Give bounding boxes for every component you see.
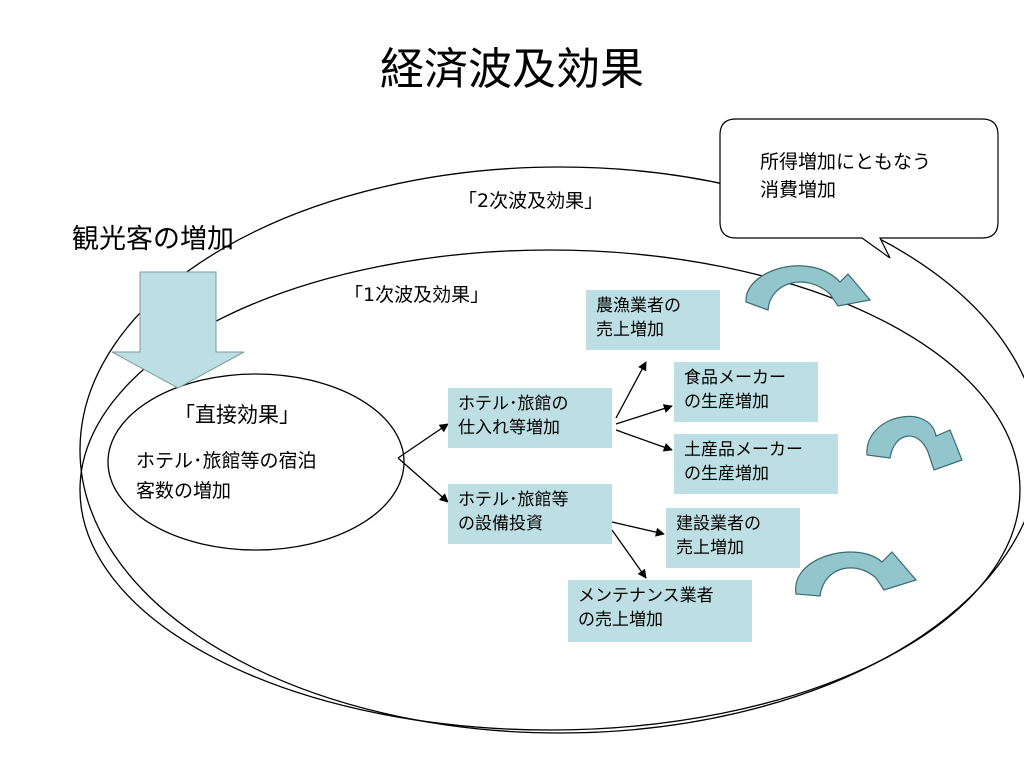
callout-bubble (719, 118, 999, 259)
first-effect-ellipse (79, 249, 1021, 731)
box-line: 土産品メーカー (684, 440, 803, 460)
box-hotel-equipment: ホテル･旅館等 の設備投資 (448, 484, 612, 544)
page-title: 経済波及効果 (380, 44, 644, 95)
direct-effect-body: ホテル･旅館等の宿泊 客数の増加 (136, 446, 317, 506)
box-line: の生産増加 (684, 464, 769, 484)
direct-effect-title: 「直接効果」 (174, 403, 300, 427)
box-agri-fishery: 農漁業者の 売上増加 (586, 290, 720, 350)
box-food-maker: 食品メーカー の生産増加 (674, 362, 818, 422)
arrow-to-agri-fishery (615, 361, 647, 419)
callout-text: 所得増加にともなう 消費増加 (760, 148, 931, 204)
second-effect-ellipse (79, 166, 1024, 734)
box-line: の設備投資 (458, 514, 543, 534)
box-line: メンテナンス業者 (578, 586, 714, 606)
box-construction: 建設業者の 売上増加 (666, 508, 800, 568)
callout-line: 消費増加 (760, 179, 837, 201)
box-line: 売上増加 (676, 538, 744, 558)
first-effect-label: 「1次波及効果」 (344, 284, 490, 306)
box-line: ホテル･旅館等 (458, 490, 569, 510)
box-line: 仕入れ等増加 (458, 418, 560, 438)
callout-line: 所得増加にともなう (760, 151, 932, 173)
box-line: の生産増加 (684, 392, 769, 412)
second-effect-label: 「2次波及効果」 (458, 190, 604, 212)
arrow-to-food-maker (615, 404, 673, 425)
arrow-to-hotel-purchase (397, 423, 449, 459)
box-line: ホテル･旅館の (458, 394, 569, 414)
direct-effect-line: ホテル･旅館等の宿泊 (136, 450, 317, 472)
box-line: 食品メーカー (684, 368, 786, 388)
arrow-to-construction (611, 521, 665, 537)
box-line: 農漁業者の (596, 296, 681, 316)
arrow-to-souvenir-maker (615, 429, 673, 452)
box-line: の売上増加 (578, 610, 663, 630)
curved-arrow-2 (866, 415, 963, 471)
box-souvenir-maker: 土産品メーカー の生産増加 (674, 434, 838, 494)
arrow-to-hotel-equipment (397, 457, 449, 503)
box-line: 建設業者の (676, 514, 761, 534)
box-hotel-purchase: ホテル･旅館の 仕入れ等増加 (448, 388, 612, 448)
arrow-to-maintenance (611, 529, 647, 579)
curved-arrow-3 (795, 551, 918, 597)
tourist-down-arrow (111, 271, 245, 389)
curved-arrow-1 (745, 265, 872, 311)
direct-effect-ellipse (107, 373, 405, 551)
direct-effect-line: 客数の増加 (136, 480, 232, 502)
tourist-increase-label: 観光客の増加 (72, 224, 234, 255)
box-maintenance: メンテナンス業者 の売上増加 (568, 580, 752, 642)
box-line: 売上増加 (596, 320, 664, 340)
